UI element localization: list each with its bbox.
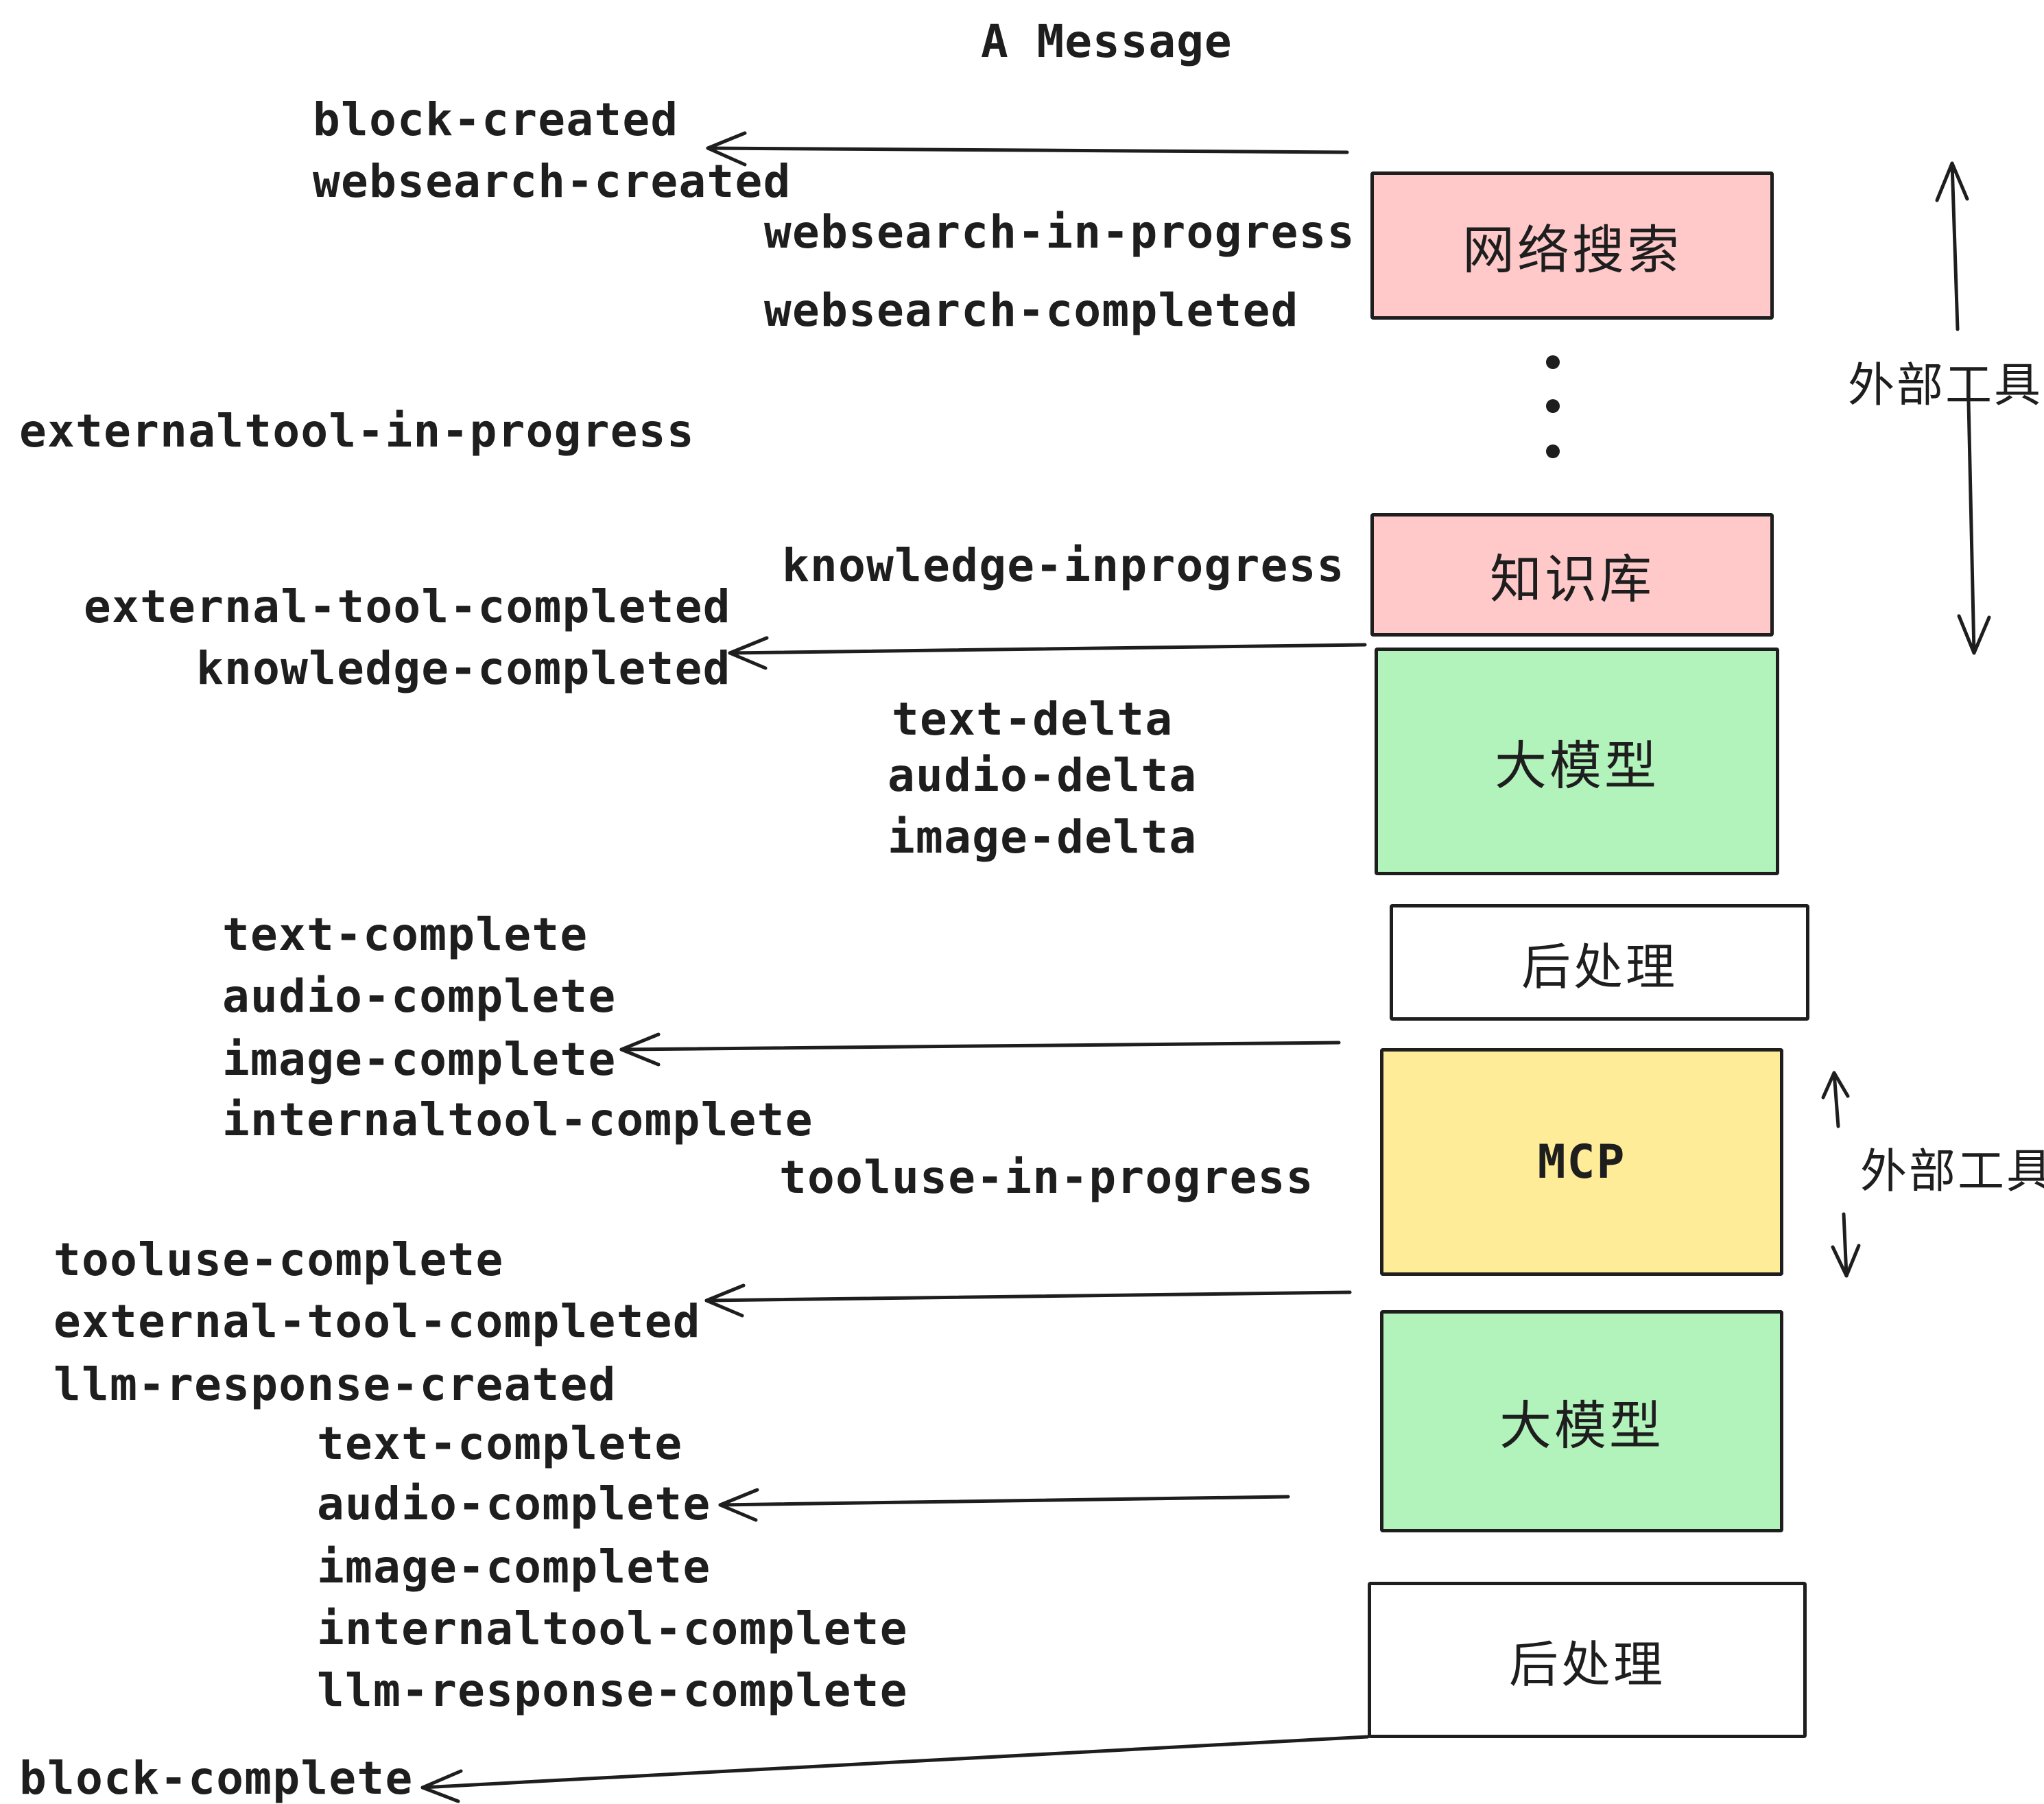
event-llm-response-created: llm-response-created [54, 1358, 617, 1411]
box-llm-1: 大模型 [1375, 648, 1779, 875]
event-tooluse-in-progress: tooluse-in-progress [779, 1151, 1314, 1204]
arrow-external-tools-up-1 [1935, 161, 1969, 331]
event-block-created: block-created [313, 93, 679, 146]
event-image-complete-2: image-complete [317, 1541, 711, 1593]
box-label: 网络搜索 [1462, 219, 1682, 281]
side-label-external-tools-1: 外部工具 [1848, 359, 2043, 413]
event-text-delta: text-delta [892, 693, 1174, 746]
event-tooluse-complete: tooluse-complete [54, 1233, 504, 1286]
arrow-block-created [706, 131, 1349, 167]
box-llm-2: 大模型 [1380, 1310, 1783, 1532]
event-image-complete: image-complete [222, 1033, 617, 1086]
arrow-knowledge-completed [728, 636, 1367, 670]
box-label: 大模型 [1499, 1395, 1664, 1456]
arrow-block-complete [420, 1735, 1370, 1803]
event-internaltool-complete: internaltool-complete [222, 1093, 813, 1146]
box-postprocess-1: 后处理 [1390, 904, 1809, 1021]
arrow-external-tools-down-2 [1831, 1212, 1861, 1278]
event-text-complete-2: text-complete [317, 1417, 683, 1470]
arrow-audio-complete [718, 1488, 1290, 1522]
ellipsis-dots [1546, 355, 1560, 458]
event-websearch-in-progress: websearch-in-progress [764, 206, 1355, 259]
side-label-external-tools-2: 外部工具 [1860, 1145, 2044, 1199]
box-knowledge: 知识库 [1370, 513, 1774, 637]
box-mcp: MCP [1380, 1048, 1783, 1276]
event-external-tool-completed: external-tool-completed [84, 580, 731, 633]
event-externaltool-in-progress: externaltool-in-progress [19, 405, 695, 458]
event-llm-response-complete: llm-response-complete [317, 1664, 908, 1717]
event-websearch-created: websearch-created [313, 155, 792, 208]
arrow-image-complete [619, 1032, 1341, 1067]
event-websearch-completed: websearch-completed [764, 284, 1299, 337]
event-image-delta: image-delta [888, 811, 1198, 864]
event-external-tool-completed-2: external-tool-completed [54, 1295, 701, 1348]
arrow-tooluse-complete [704, 1283, 1352, 1318]
box-label: 大模型 [1495, 735, 1659, 796]
arrow-external-tools-down-1 [1957, 400, 1991, 655]
arrow-external-tools-up-2 [1821, 1071, 1850, 1128]
event-knowledge-completed: knowledge-completed [196, 642, 731, 695]
event-audio-complete: audio-complete [222, 970, 617, 1023]
event-audio-delta: audio-delta [888, 749, 1198, 802]
box-label: 后处理 [1521, 938, 1678, 996]
event-block-complete: block-complete [19, 1752, 414, 1804]
event-audio-complete-2: audio-complete [317, 1477, 711, 1530]
box-label: 后处理 [1508, 1635, 1665, 1694]
box-label: MCP [1537, 1135, 1626, 1189]
box-postprocess-2: 后处理 [1368, 1582, 1807, 1738]
box-websearch: 网络搜索 [1370, 171, 1774, 320]
event-knowledge-inprogress: knowledge-inprogress [782, 539, 1345, 592]
event-text-complete: text-complete [222, 908, 589, 961]
box-label: 知识库 [1490, 549, 1654, 610]
event-internaltool-complete-2: internaltool-complete [317, 1602, 908, 1655]
page-title: A Message [981, 15, 1233, 68]
